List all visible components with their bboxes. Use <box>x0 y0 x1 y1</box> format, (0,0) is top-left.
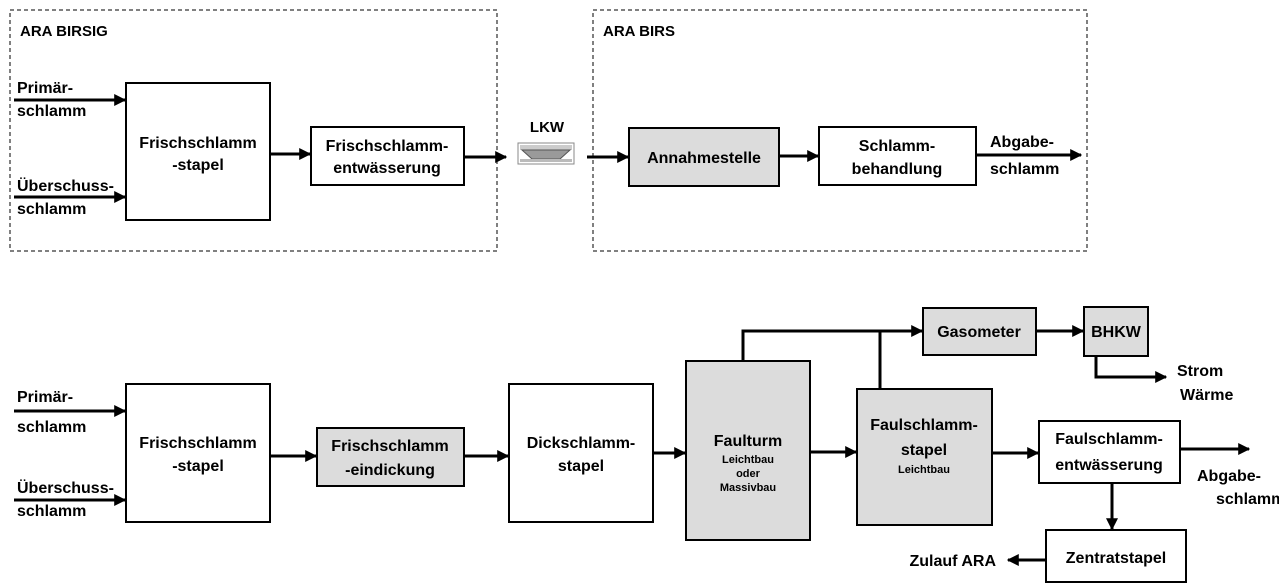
faulschlamm-entwaesserung-line1: Faulschlamm- <box>1055 431 1163 448</box>
zulauf-ara-label: Zulauf ARA <box>909 553 996 570</box>
top-frischschlamm-entwaesserung-line1: Frischschlamm- <box>326 138 449 155</box>
top-frischschlamm-entwaesserung-box <box>310 126 465 186</box>
dickschlamm-stapel-line1: Dickschlamm- <box>527 435 636 452</box>
gasometer-box <box>922 307 1037 356</box>
bhkw-label: BHKW <box>1091 324 1142 341</box>
ara-birs-title: ARA BIRS <box>603 23 675 40</box>
top-frischschlamm-stapel-line2: -stapel <box>172 157 224 174</box>
bottom-output-line1: Abgabe- <box>1197 468 1261 485</box>
faulschlamm-entwaesserung-line2: entwässerung <box>1055 457 1163 474</box>
annahmestelle-label: Annahmestelle <box>647 150 761 167</box>
gasometer-label: Gasometer <box>937 324 1021 341</box>
dickschlamm-stapel-line2: stapel <box>558 458 604 475</box>
faulturm-sub1: Leichtbau <box>722 454 774 466</box>
top-frischschlamm-stapel-line1: Frischschlamm <box>139 135 256 152</box>
bhkw-box <box>1083 306 1149 357</box>
faulturm-sub2: oder <box>736 468 761 480</box>
faulschlamm-entwaesserung-box <box>1038 420 1181 484</box>
waerme-label: Wärme <box>1180 387 1233 404</box>
bottom-input-ueberschuss-line1: Überschuss- <box>17 478 114 497</box>
schlammbehandlung-line1: Schlamm- <box>859 138 935 155</box>
schlammbehandlung-line2: behandlung <box>852 161 943 178</box>
top-output-line1: Abgabe- <box>990 134 1054 151</box>
bottom-output-line2: schlamm <box>1216 491 1279 508</box>
dickschlamm-stapel-box <box>508 383 654 523</box>
top-output-line2: schlamm <box>990 161 1059 178</box>
faulturm-title: Faulturm <box>714 433 782 450</box>
faulschlamm-stapel-line1: Faulschlamm- <box>870 417 978 434</box>
top-frischschlamm-entwaesserung-line2: entwässerung <box>333 160 441 177</box>
schlammbehandlung-box <box>818 126 977 186</box>
zentratstapel-box <box>1045 529 1187 583</box>
bottom-frischschlamm-stapel-box <box>125 383 271 523</box>
top-input-primaer-line2: schlamm <box>17 103 86 120</box>
faulschlamm-stapel-box <box>856 388 993 526</box>
bottom-input-primaer-line1: Primär- <box>17 389 73 406</box>
frischschlamm-eindickung-line1: Frischschlamm <box>331 438 448 455</box>
ara-birsig-title: ARA BIRSIG <box>20 23 108 40</box>
lkw-label: LKW <box>530 119 565 136</box>
bottom-frischschlamm-stapel-line2: -stapel <box>172 458 224 475</box>
ara-birs-frame <box>592 9 1088 252</box>
strom-label: Strom <box>1177 363 1223 380</box>
bottom-input-ueberschuss-line2: schlamm <box>17 503 86 520</box>
truck-icon <box>517 142 575 165</box>
faulturm-gas-line <box>741 325 924 361</box>
faulturm-box <box>685 360 811 541</box>
bhkw-output-arrow <box>1094 356 1168 383</box>
frischschlamm-eindickung-box <box>316 427 465 487</box>
zentratstapel-label: Zentratstapel <box>1066 550 1166 567</box>
top-input-ueberschuss-line1: Überschuss- <box>17 176 114 195</box>
annahmestelle-box <box>628 127 780 187</box>
top-frischschlamm-stapel-box <box>125 82 271 221</box>
faulschlamm-stapel-line2: stapel <box>901 442 947 459</box>
frischschlamm-eindickung-line2: -eindickung <box>345 462 435 479</box>
faulschlamm-stapel-sub: Leichtbau <box>898 464 950 476</box>
top-input-primaer-line1: Primär- <box>17 80 73 97</box>
faulturm-sub3: Massivbau <box>720 482 776 494</box>
bottom-input-primaer-line2: schlamm <box>17 419 86 436</box>
top-input-ueberschuss-line2: schlamm <box>17 201 86 218</box>
bottom-frischschlamm-stapel-line1: Frischschlamm <box>139 435 256 452</box>
